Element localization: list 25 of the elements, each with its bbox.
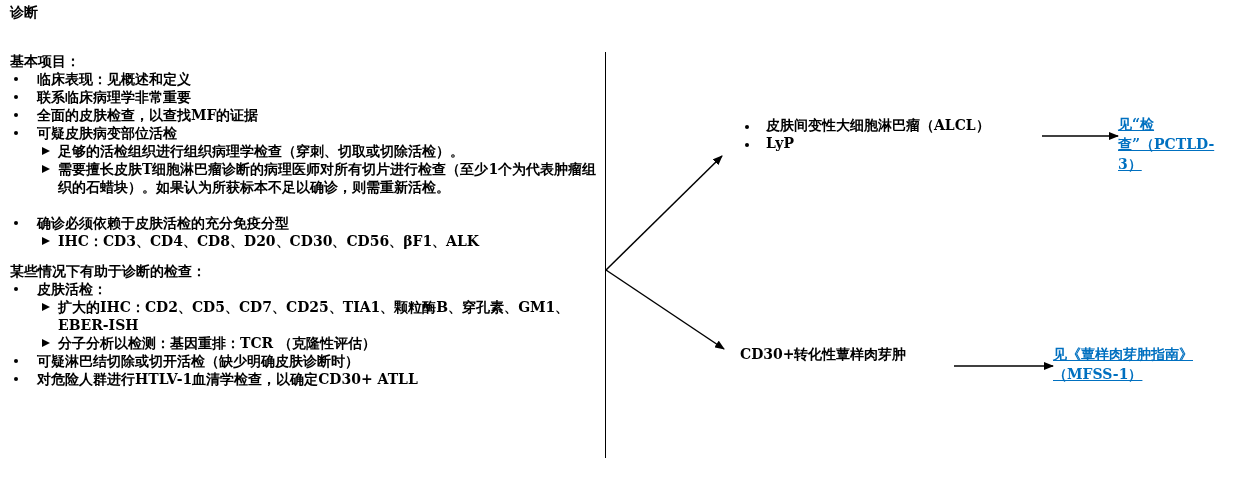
list-item: 确诊必须依赖于皮肤活检的充分免疫分型 <box>37 214 290 232</box>
list-item: 对危险人群进行HTLV-1血清学检查，以确定CD30+ ATLL <box>37 370 419 388</box>
list-item: 临床表现：见概述和定义 <box>37 70 192 88</box>
list-item: LyP <box>766 134 794 152</box>
arrow <box>605 269 725 350</box>
arrow <box>1041 132 1119 140</box>
list-item: 可疑皮肤病变部位活检 <box>37 124 178 142</box>
list-item: 足够的活检组织进行组织病理学检查（穿刺、切取或切除活检）。 <box>58 142 465 160</box>
list-item: 分子分析以检测：基因重排：TCR （克隆性评估） <box>58 334 378 352</box>
list-item: 需要擅长皮肤T细胞淋巴瘤诊断的病理医师对所有切片进行检查（至少1个为代表肿瘤组织的石蜡块）。如果认为所获标本不足以确诊，则需重新活检。 <box>58 160 598 196</box>
list-item: 全面的皮肤检查，以查找MF的证据 <box>37 106 260 124</box>
list-item: 皮肤活检： <box>37 280 108 298</box>
section-heading: 某些情况下有助于诊断的检查： <box>10 262 207 280</box>
arrow <box>605 155 723 271</box>
list-item: 扩大的IHC：CD2、CD5、CD7、CD25、TIA1、颗粒酶B、穿孔素、GM1、EBER-ISH <box>58 298 571 334</box>
node-label: CD30+转化性蕈样肉芽肿 <box>739 345 908 364</box>
reference-link: 见“检查”（PCTLD-3） <box>1118 115 1216 174</box>
section-heading: 基本项目： <box>10 52 81 70</box>
list-item: 皮肤间变性大细胞淋巴瘤（ALCL） <box>766 116 990 134</box>
list-item: 可疑淋巴结切除或切开活检（缺少明确皮肤诊断时） <box>37 352 360 370</box>
arrow <box>953 362 1054 370</box>
title: 诊断 <box>10 3 38 21</box>
reference-link: 见《蕈样肉芽肿指南》（MFSS-1） <box>1053 345 1194 384</box>
list-item: 联系临床病理学非常重要 <box>37 88 192 106</box>
list-item: IHC：CD3、CD4、CD8、D20、CD30、CD56、βF1、ALK <box>58 232 481 250</box>
